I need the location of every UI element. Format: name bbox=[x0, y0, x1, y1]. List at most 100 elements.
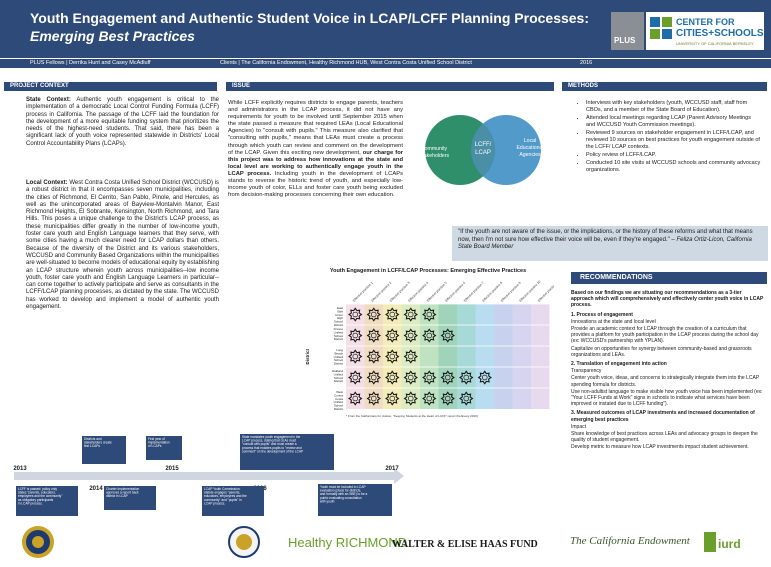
timeline-event-text: public evaluating consultation bbox=[320, 496, 362, 500]
practice-marker bbox=[348, 391, 363, 406]
ccs-logo-line1: CENTER FOR bbox=[676, 17, 735, 27]
haas-fund-logo: WALTER & ELISE HAAS FUND bbox=[392, 539, 538, 550]
california-endowment-logo: The California Endowment bbox=[570, 535, 691, 547]
practice-marker bbox=[366, 307, 381, 322]
timeline-event-text: implementation bbox=[148, 441, 170, 445]
timeline-year: 2015 bbox=[165, 466, 179, 472]
practice-marker-center bbox=[370, 332, 377, 339]
practice-marker-center bbox=[389, 332, 395, 339]
chart-column-band bbox=[531, 304, 550, 409]
practice-marker-center bbox=[482, 374, 488, 381]
practice-marker-center bbox=[389, 374, 395, 381]
chart-row-label: Beach bbox=[334, 351, 343, 355]
chart-row-label: School bbox=[334, 358, 344, 362]
project-context-heading: PROJECT CONTEXT bbox=[4, 82, 217, 91]
rec3-line: Share knowledge of best practices across… bbox=[571, 431, 758, 444]
chart-row-label: School bbox=[334, 334, 344, 338]
recommendations-heading: RECOMMENDATIONS bbox=[571, 272, 767, 284]
chart-row-label: Side bbox=[337, 309, 343, 313]
practice-marker bbox=[366, 349, 381, 364]
venn-center-label: LCFF/LCAP bbox=[475, 142, 492, 156]
chart-column-band bbox=[420, 304, 439, 409]
timeline-event-text: in LCAP process. bbox=[18, 501, 43, 505]
quote-text: "If the youth are not aware of the issue… bbox=[458, 229, 753, 243]
timeline-event-box bbox=[104, 486, 156, 510]
chart-row-label: District bbox=[334, 337, 343, 341]
rec2-line: Center youth voice, ideas, and concerns … bbox=[571, 375, 760, 388]
issue-text-a: While LCFF explicitly requires districts… bbox=[228, 100, 403, 156]
iurd-logo-text: iurd bbox=[718, 537, 741, 551]
timeline-event-text: states "parents, educators, bbox=[18, 491, 56, 495]
fellows-text: PLUS Fellows | Derrika Hunt and Casey Mc… bbox=[30, 60, 151, 66]
timeline-event-text: educators, employees and the bbox=[204, 494, 247, 498]
timeline-event-text: Districts and bbox=[84, 437, 102, 441]
timeline-event-text: approves a report back bbox=[106, 491, 139, 495]
chart-row-label: Union bbox=[335, 313, 343, 317]
university-seal-logo bbox=[228, 526, 260, 558]
practice-marker-center bbox=[370, 395, 377, 402]
practice-marker bbox=[403, 370, 418, 385]
timeline-event-text: Youth must be included in LCAP bbox=[320, 485, 366, 489]
rec2-line: Transparency bbox=[571, 368, 602, 375]
rec1-title: 1. Process of engagement bbox=[571, 311, 633, 318]
practice-marker-center bbox=[445, 374, 451, 381]
practice-marker bbox=[459, 370, 474, 385]
timeline-year: 2017 bbox=[385, 466, 399, 472]
chart-column-band bbox=[438, 304, 457, 409]
chart-footnote: * From the Californians for Justice, "Ke… bbox=[346, 414, 478, 418]
iurd-logo: iurd bbox=[704, 532, 741, 552]
practice-marker bbox=[348, 370, 363, 385]
timeline-event-text: of LCAPs bbox=[148, 444, 162, 448]
timeline-event-box bbox=[240, 434, 334, 470]
timeline-event-text: and formally with an SBE) to be a bbox=[320, 492, 368, 496]
rec1-line: Provide an academic context for LCAP thr… bbox=[571, 326, 759, 345]
chart-row-label: District bbox=[334, 407, 343, 411]
practice-marker bbox=[459, 391, 474, 406]
rec1-line: Innovations at the state and local level bbox=[571, 318, 656, 325]
effective-practices-chart: Youth Engagement in LCFF/LCAP Processes:… bbox=[305, 268, 554, 418]
chart-column-band bbox=[494, 304, 513, 409]
timeline-event-text: community" and "pupils" in bbox=[204, 498, 242, 502]
year-text: 2016 bbox=[580, 60, 593, 66]
methods-item: Interviews with key stakeholders (youth,… bbox=[586, 100, 761, 114]
practice-marker bbox=[385, 349, 400, 364]
chart-row-label: East bbox=[337, 306, 343, 310]
timeline-event-text: with youth bbox=[320, 499, 335, 503]
sponsor-logos: Healthy RICHMOND WALTER & ELISE HAAS FUN… bbox=[22, 526, 741, 558]
timeline-event-text: Charter Implementation bbox=[106, 487, 140, 491]
poster-subtitle: Emerging Best Practices bbox=[30, 28, 195, 44]
local-context-label: Local Context: bbox=[26, 180, 68, 186]
clients-text: Clients | The California Endowment, Heal… bbox=[220, 60, 472, 66]
practice-marker bbox=[440, 391, 455, 406]
timeline-event-box bbox=[146, 436, 182, 460]
practice-marker bbox=[422, 307, 437, 322]
timeline-event-text: LCFF is passed; policy only bbox=[18, 487, 57, 491]
practice-marker-center bbox=[407, 311, 414, 318]
state-context-text: Authentic youth engagement is critical t… bbox=[26, 97, 219, 147]
local-context: Local Context: West Contra Costa Unified… bbox=[26, 180, 219, 311]
chart-row-label: Unified bbox=[334, 400, 344, 404]
plus-logo: PLUS bbox=[611, 12, 644, 50]
chart-row-label: District bbox=[334, 323, 343, 327]
issue-text: While LCFF explicitly requires districts… bbox=[228, 100, 403, 199]
rec2-line: Use non-adultist language to make visibl… bbox=[571, 388, 763, 408]
rec3-line: Develop metric to measure how LCAP inves… bbox=[571, 444, 749, 451]
timeline-event-text: comment" on the development of the LCAP bbox=[242, 449, 303, 453]
practice-marker-center bbox=[407, 395, 414, 402]
timeline-event-text: "consult with pupils" and must create a bbox=[242, 442, 297, 446]
methods-list: Interviews with key stakeholders (youth,… bbox=[578, 100, 761, 175]
practice-marker-center bbox=[370, 353, 377, 360]
practice-marker bbox=[366, 391, 381, 406]
practice-marker-center bbox=[370, 374, 377, 381]
timeline-event-text: evaluation (plans for districts, bbox=[320, 489, 361, 493]
poster-title: Youth Engagement and Authentic Student V… bbox=[30, 10, 590, 26]
methods-item: Reviewed 9 sources on stakeholder engage… bbox=[586, 130, 761, 151]
issue-heading: ISSUE bbox=[226, 82, 554, 91]
credits-strip: PLUS Fellows | Derrika Hunt and Casey Mc… bbox=[0, 59, 771, 68]
chart-column-band bbox=[364, 304, 383, 409]
practice-marker bbox=[366, 328, 381, 343]
practice-marker bbox=[403, 391, 418, 406]
practice-marker-center bbox=[352, 353, 358, 360]
